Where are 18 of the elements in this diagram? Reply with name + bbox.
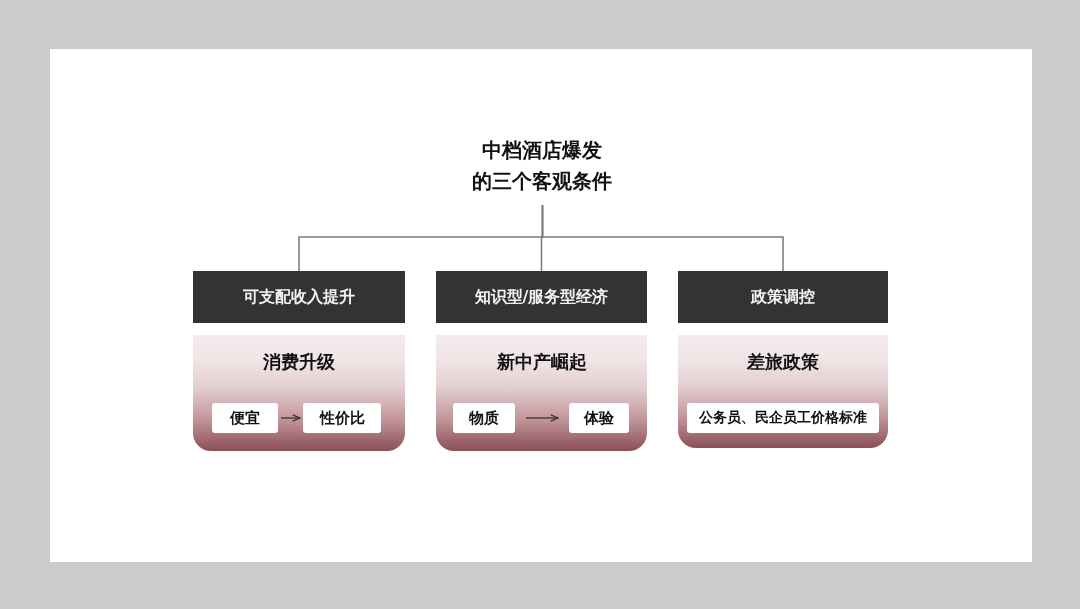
category-header: 可支配收入提升 bbox=[193, 271, 405, 323]
category-header: 知识型/服务型经济 bbox=[436, 271, 647, 323]
keyword-tag: 公务员、民企员工价格标准 bbox=[687, 403, 879, 433]
keyword-tag: 物质 bbox=[453, 403, 515, 433]
arrow bbox=[525, 414, 559, 422]
card-heading: 消费升级 bbox=[263, 350, 335, 374]
arrow bbox=[280, 414, 301, 422]
keyword-tag: 性价比 bbox=[303, 403, 381, 433]
result-card bbox=[436, 335, 647, 451]
result-card bbox=[678, 335, 888, 448]
diagram-title: 中档酒店爆发的三个客观条件 bbox=[472, 135, 613, 197]
connector-line bbox=[541, 204, 784, 272]
card-heading: 新中产崛起 bbox=[496, 350, 587, 374]
card-heading: 差旅政策 bbox=[747, 350, 819, 374]
result-card bbox=[193, 335, 405, 451]
keyword-tag: 体验 bbox=[569, 403, 629, 433]
category-header: 政策调控 bbox=[678, 271, 888, 323]
keyword-tag: 便宜 bbox=[212, 403, 278, 433]
